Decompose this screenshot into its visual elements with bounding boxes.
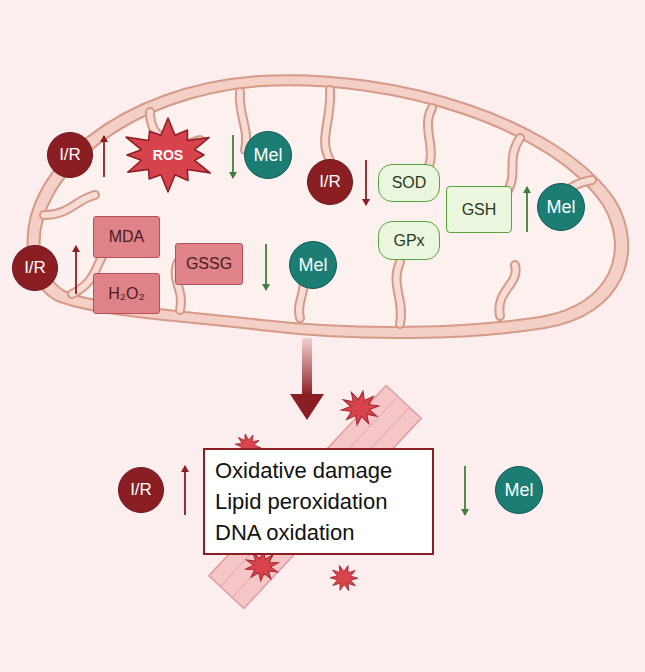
node-label: Mel <box>253 145 282 166</box>
node-label: GSSG <box>186 255 232 273</box>
node-label: Lipid peroxidation <box>215 486 387 517</box>
increase-arrow <box>103 136 105 177</box>
ischemia-circle: I/R <box>47 132 93 178</box>
increase-arrow <box>184 466 186 515</box>
crista <box>44 195 95 215</box>
crista <box>499 265 515 316</box>
damage-burst <box>327 562 360 595</box>
damage-burst <box>339 388 380 428</box>
node-label: DNA oxidation <box>215 517 354 548</box>
change-arrows <box>76 135 527 515</box>
crista <box>325 90 330 160</box>
ischemia-circle: I/R <box>12 245 58 291</box>
node-label: GSH <box>462 201 497 219</box>
node-label: I/R <box>319 172 341 192</box>
melatonin-circle: Mel <box>495 466 543 514</box>
decrease-arrow <box>232 135 234 178</box>
crista <box>240 92 246 150</box>
node-label: Mel <box>298 255 327 276</box>
node-label: Mel <box>546 197 575 218</box>
increase-arrow <box>75 246 77 294</box>
node-label: I/R <box>130 480 152 500</box>
cristae-outline <box>44 90 592 324</box>
big-arrow-shaft <box>302 338 312 396</box>
oxidant-box: H₂O₂ <box>93 273 160 314</box>
decrease-arrow <box>464 466 466 515</box>
crista <box>240 92 246 150</box>
enzyme-box: SOD <box>378 164 440 202</box>
node-label: ROS <box>153 147 183 163</box>
oxidant-box: GSSG <box>175 243 243 285</box>
crista <box>325 90 330 160</box>
burst-outline <box>126 118 210 192</box>
cristae-fill <box>44 90 592 324</box>
node-label: Oxidative damage <box>215 455 392 486</box>
ischemia-circle: I/R <box>307 159 353 205</box>
melatonin-circle: Mel <box>537 183 585 231</box>
big-arrow-head <box>290 394 324 420</box>
node-label: Mel <box>504 480 533 501</box>
crista <box>396 262 401 324</box>
oxidant-box: MDA <box>93 216 160 258</box>
enzyme-box: GPx <box>378 221 440 260</box>
ros-burst: ROS <box>116 116 220 194</box>
melatonin-circle: Mel <box>244 131 292 179</box>
outer-membrane <box>28 75 629 338</box>
crista <box>44 195 95 215</box>
node-label: I/R <box>24 258 46 278</box>
ischemia-circle: I/R <box>118 467 164 513</box>
increase-arrow <box>526 187 528 232</box>
antioxidant-box: GSH <box>446 186 512 233</box>
node-label: SOD <box>392 174 427 192</box>
decrease-arrow <box>365 160 367 205</box>
outcome-box: Oxidative damageLipid peroxidationDNA ox… <box>203 448 434 555</box>
node-label: GPx <box>393 232 424 250</box>
inner-membrane <box>40 85 615 327</box>
node-label: I/R <box>59 145 81 165</box>
node-label: MDA <box>109 228 145 246</box>
crista <box>499 265 515 316</box>
decrease-arrow <box>265 244 267 290</box>
melatonin-circle: Mel <box>289 241 337 289</box>
node-label: H₂O₂ <box>108 285 144 303</box>
crista <box>396 262 401 324</box>
